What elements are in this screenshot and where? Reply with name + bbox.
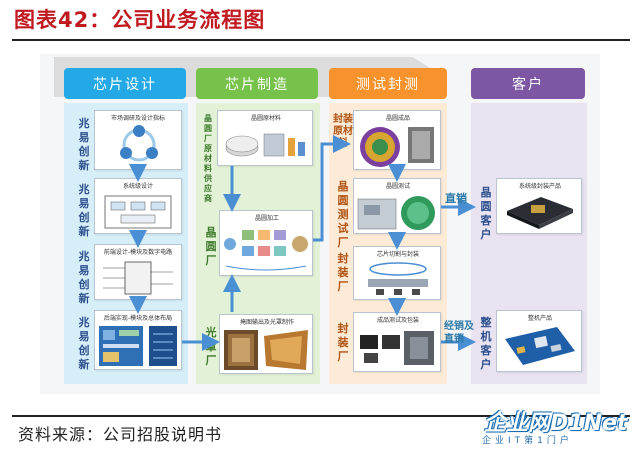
label-fab-supplier: 晶圆厂原材料供应商 (204, 114, 212, 203)
lane1-label-3: 兆易创新 (78, 250, 90, 305)
layout-icon (99, 326, 177, 366)
caption-mask: 掩图输出及光罩制作 (239, 319, 294, 326)
caption-fab-material: 晶圆原材料 (250, 115, 281, 122)
dicing-icon (368, 262, 428, 295)
card-oem-product: 整机产品 (496, 310, 582, 372)
caption-system-design: 系统级设计 (122, 183, 153, 190)
watermark: 企业网D1Net 企业IT第1门户 (478, 405, 638, 447)
caption-frontend-design: 前端设计-模块及数字电路 (103, 249, 173, 256)
module-icon (507, 197, 573, 229)
label-wafer-testing: 晶圆测试厂 (337, 180, 349, 249)
caption-backend-layout: 后端实现-模块及总体布局 (103, 315, 173, 322)
card-dicing: 芯片切割与封装 (353, 246, 441, 300)
arrow-label-distribution: 经销及直销 (444, 321, 474, 345)
caption-market-research: 市场调研及设计指标 (110, 115, 165, 122)
phase-customer: 客户 (471, 68, 585, 99)
card-backend-layout: 后端实现-模块及总体布局 (94, 310, 182, 370)
caption-system-product: 系统级封装产品 (518, 183, 561, 190)
source-note: 资料来源：公司招股说明书 (18, 425, 223, 444)
watermark-sub: 企业IT第1门户 (482, 436, 573, 446)
circuit-icon (103, 261, 173, 295)
card-market-research: 市场调研及设计指标 (94, 110, 182, 170)
caption-oem-product: 整机产品 (527, 315, 552, 322)
wafer-icon (360, 127, 434, 167)
watermark-main: 企业网D1Net (484, 411, 628, 436)
label-fab: 晶圆厂 (205, 226, 217, 267)
lane1-label-4: 兆易创新 (78, 316, 90, 371)
lane1-label-2: 兆易创新 (78, 183, 90, 238)
phase-test: 测试封测 (329, 68, 447, 99)
phase-manufacture: 芯片制造 (196, 68, 318, 99)
caption-final-test: 成品测试及包装 (376, 317, 419, 324)
card-wafer-test: 晶圆测试 (353, 178, 441, 234)
label-packaging-material: 封装原材料 (333, 114, 353, 149)
card-final-test: 成品测试及包装 (353, 312, 441, 372)
label-wafer-customer: 晶圆客户 (480, 186, 492, 241)
process-icon (224, 230, 308, 271)
card-wafer-finished: 晶圆成品 (353, 110, 441, 170)
label-photomask: 光罩厂 (205, 326, 217, 367)
phase-design: 芯片设计 (64, 68, 186, 99)
card-mask: 掩图输出及光罩制作 (219, 314, 313, 374)
caption-wafer-process: 晶圆加工 (254, 215, 279, 222)
chip-icon (360, 331, 434, 365)
material-icon (225, 133, 305, 157)
arrow-label-direct: 直销 (445, 192, 467, 205)
mask-icon (224, 330, 308, 370)
lane1-label-1: 兆易创新 (78, 117, 90, 172)
card-system-product: 系统级封装产品 (496, 178, 582, 234)
top-rule (12, 39, 630, 41)
research-cycle-icon (120, 125, 158, 162)
card-fab-material: 晶圆原材料 (217, 110, 313, 166)
caption-wafer-test: 晶圆测试 (385, 183, 410, 190)
card-system-design: 系统级设计 (94, 178, 182, 234)
test-machine-icon (357, 196, 435, 230)
label-packaging-1: 封装厂 (337, 252, 349, 293)
card-wafer-process: 晶圆加工 (219, 210, 313, 276)
bottom-rule (12, 415, 630, 417)
label-packaging-2: 封装厂 (337, 322, 349, 363)
block-diagram-icon (104, 195, 172, 229)
board-icon (505, 327, 575, 365)
card-frontend-design: 前端设计-模块及数字电路 (94, 244, 182, 300)
caption-wafer-finished: 晶圆成品 (385, 115, 410, 122)
caption-dicing: 芯片切割与封装 (376, 251, 419, 258)
label-oem-customer: 整机客户 (480, 316, 492, 371)
figure-title: 图表42：公司业务流程图 (14, 8, 266, 32)
